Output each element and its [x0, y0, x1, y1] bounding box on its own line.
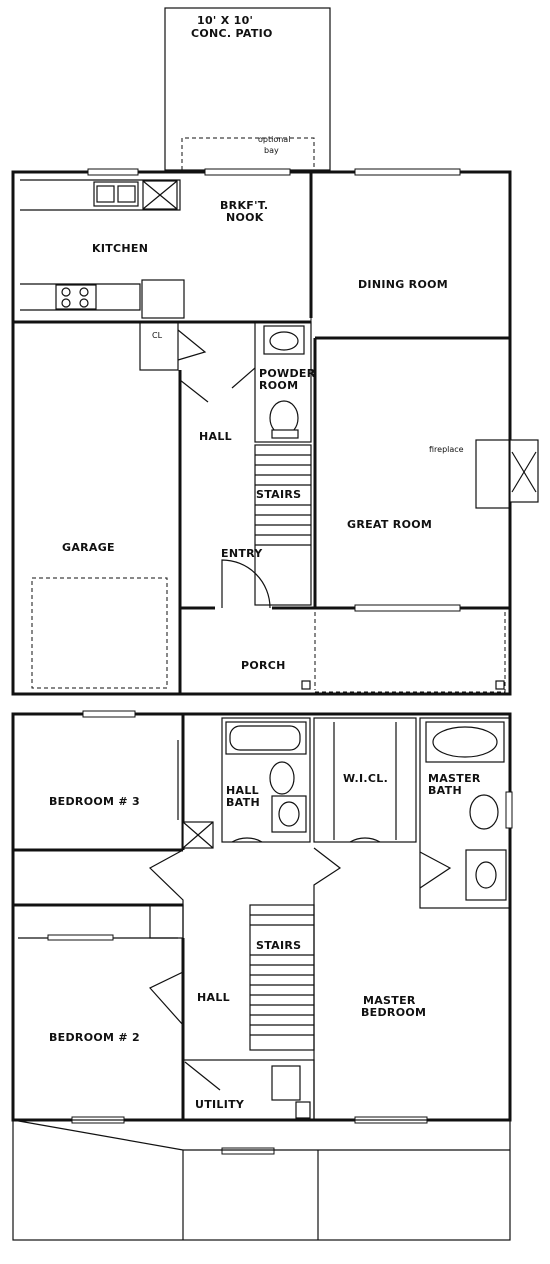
- label-cl: CL: [152, 331, 163, 340]
- closet-door: [177, 329, 207, 361]
- window-master-bath: [505, 791, 513, 829]
- garage-door-outline: [31, 577, 168, 689]
- label-master-bath-1: MASTER: [428, 772, 481, 785]
- powder-door: [231, 367, 256, 389]
- porch-extension: [315, 612, 506, 693]
- first-floor-outer-wall: [11, 170, 512, 696]
- burner-1: [61, 287, 71, 297]
- second-floor: [11, 710, 513, 1241]
- closet: [139, 321, 179, 371]
- hall-door-swing: [179, 379, 209, 403]
- hall-bath-walls: [221, 717, 311, 843]
- label-hall-bath-2: BATH: [226, 796, 260, 809]
- powder-toilet-tank: [271, 429, 299, 439]
- hall-bath-door: [231, 837, 263, 843]
- linen-x2: [182, 821, 214, 849]
- label-porch: PORCH: [241, 659, 286, 672]
- dryer: [295, 1101, 311, 1119]
- label-powder: POWDER: [259, 367, 316, 380]
- label-brkft: BRKF'T.: [220, 199, 268, 212]
- burner-3: [61, 298, 71, 308]
- master-tub-inner: [432, 726, 498, 758]
- burner-4: [79, 298, 89, 308]
- label-great-room: GREAT ROOM: [347, 518, 432, 531]
- sink-basin-right: [117, 185, 136, 203]
- window-dining: [354, 168, 461, 176]
- label-hall-1: HALL: [199, 430, 232, 443]
- label-bedroom-2: BEDROOM # 2: [49, 1031, 140, 1044]
- window-bedroom-2-closet: [47, 934, 114, 941]
- label-patio-size: 10' X 10': [197, 14, 253, 27]
- entry-door: [221, 559, 271, 609]
- window-great-room: [354, 604, 461, 612]
- fireplace-x2: [511, 451, 537, 493]
- hall-bathtub-inner: [229, 725, 301, 751]
- label-kitchen: KITCHEN: [92, 242, 148, 255]
- label-wicl: W.I.CL.: [343, 772, 388, 785]
- master-bathtub: [425, 721, 505, 763]
- hall-sink-bowl: [278, 801, 300, 827]
- porch-post-2: [495, 680, 505, 690]
- second-floor-stairs: [249, 904, 315, 1051]
- first-floor: [11, 7, 539, 696]
- label-fireplace: fireplace: [429, 445, 464, 454]
- wicl-door: [349, 837, 381, 843]
- washer: [271, 1065, 301, 1101]
- kitchen-counter-top: [20, 179, 181, 211]
- label-room: ROOM: [259, 379, 298, 392]
- refrigerator: [141, 279, 185, 319]
- first-floor-stairs: [254, 444, 312, 606]
- hall-bath-toilet: [269, 761, 295, 795]
- label-garage: GARAGE: [62, 541, 115, 554]
- master-bath-sink: [465, 849, 507, 901]
- porch-post-1: [301, 680, 311, 690]
- label-bedroom-3: BEDROOM # 3: [49, 795, 140, 808]
- label-nook: NOOK: [226, 211, 264, 224]
- upper-hall-walls: [148, 849, 184, 1060]
- sink-basin-left: [96, 185, 115, 203]
- label-dining-room: DINING ROOM: [358, 278, 448, 291]
- kitchen-counter-bottom: [20, 283, 141, 311]
- label-master-bedroom-2: BEDROOM: [361, 1006, 426, 1019]
- label-stairs-1: STAIRS: [256, 488, 301, 501]
- label-stairs-2: STAIRS: [256, 939, 301, 952]
- optional-bay-outline: [181, 137, 315, 170]
- master-sink-bowl: [475, 861, 497, 889]
- window-bedroom-3: [82, 710, 136, 718]
- utility-door: [184, 1061, 221, 1091]
- wicl-walls: [313, 717, 417, 843]
- stove: [55, 284, 97, 310]
- window-kitchen: [87, 168, 139, 176]
- porch-roof: [12, 1119, 511, 1241]
- hall-linen: [149, 904, 184, 939]
- window-utility: [221, 1147, 275, 1155]
- powder-sink-bowl: [269, 331, 299, 351]
- dishwasher: [142, 180, 178, 210]
- burner-2: [79, 287, 89, 297]
- window-nook: [204, 168, 291, 176]
- master-bath-toilet: [469, 794, 499, 830]
- label-patio: CONC. PATIO: [191, 27, 273, 40]
- label-hall-bath-1: HALL: [226, 784, 259, 797]
- dishwasher-x2: [142, 180, 178, 210]
- hall-bathtub: [225, 721, 307, 755]
- fireplace-hearth: [475, 439, 511, 509]
- label-bay: bay: [264, 146, 279, 155]
- master-bath-door: [419, 851, 452, 889]
- label-master-bedroom-1: MASTER: [363, 994, 416, 1007]
- label-entry: ENTRY: [221, 547, 263, 560]
- label-hall-2: HALL: [197, 991, 230, 1004]
- label-utility: UTILITY: [195, 1098, 245, 1111]
- label-master-bath-2: BATH: [428, 784, 462, 797]
- label-optional: optional: [258, 135, 290, 144]
- master-bedroom-wall: [313, 847, 342, 1120]
- powder-room-walls: [254, 321, 312, 443]
